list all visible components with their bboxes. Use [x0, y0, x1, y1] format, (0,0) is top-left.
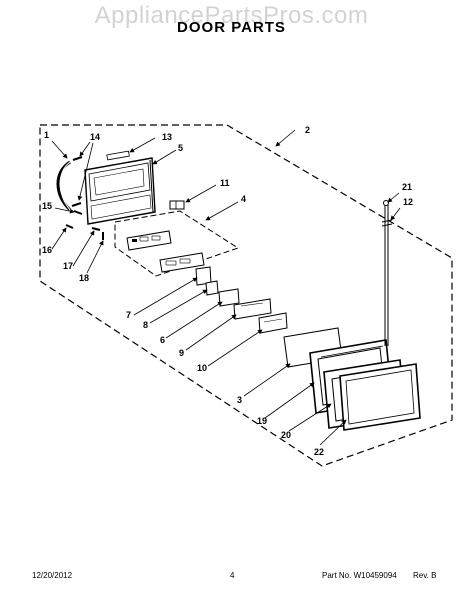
screw-16: [65, 224, 74, 229]
handle-screw: [71, 156, 83, 207]
control-panel-boundary: [114, 210, 240, 277]
leader-lines: [51, 129, 401, 446]
callout-2: 2: [305, 125, 310, 135]
outer-door-panel: [84, 157, 156, 225]
callout-11: 11: [220, 178, 230, 188]
inner-glass: [339, 363, 421, 431]
callout-3: 3: [237, 395, 242, 405]
page-title: DOOR PARTS: [177, 19, 286, 36]
callout-19: 19: [257, 416, 267, 426]
callout-13: 13: [162, 132, 172, 142]
part-6: [218, 288, 240, 307]
callout-9: 9: [179, 348, 184, 358]
callout-10: 10: [197, 363, 207, 373]
callout-16: 16: [42, 245, 52, 255]
callout-5: 5: [178, 143, 183, 153]
control-overlay: [126, 230, 205, 273]
callout-12: 12: [403, 197, 413, 207]
footer-part-number: Part No. W10459094: [322, 571, 397, 580]
callout-21: 21: [402, 182, 412, 192]
wire-harness: [381, 200, 393, 346]
screw-15: [73, 210, 83, 215]
part-9: [233, 298, 272, 320]
callout-17: 17: [63, 261, 73, 271]
callout-4: 4: [241, 194, 246, 204]
part-10: [258, 312, 288, 334]
watermark: AppliancePartsPros.com: [94, 2, 369, 29]
callout-20: 20: [281, 430, 291, 440]
assembly-boundary: [39, 124, 453, 467]
callout-labels: 1 14 13 5 2 11 4 15 16 17 18 21 12 7 8 6…: [42, 125, 413, 457]
callout-15: 15: [42, 201, 52, 211]
callout-22: 22: [314, 447, 324, 457]
screw-17: [91, 227, 101, 231]
footer-revision: Rev. B: [413, 571, 437, 580]
callout-6: 6: [160, 335, 165, 345]
door-label: [106, 150, 130, 161]
callout-18: 18: [79, 273, 89, 283]
callout-14: 14: [90, 132, 100, 142]
part-8: [205, 280, 219, 296]
footer-date: 12/20/2012: [32, 571, 73, 580]
callout-1: 1: [44, 130, 49, 140]
callout-8: 8: [143, 320, 148, 330]
footer-page-number: 4: [230, 571, 235, 580]
panel-clip: [169, 200, 185, 210]
callout-7: 7: [126, 310, 131, 320]
